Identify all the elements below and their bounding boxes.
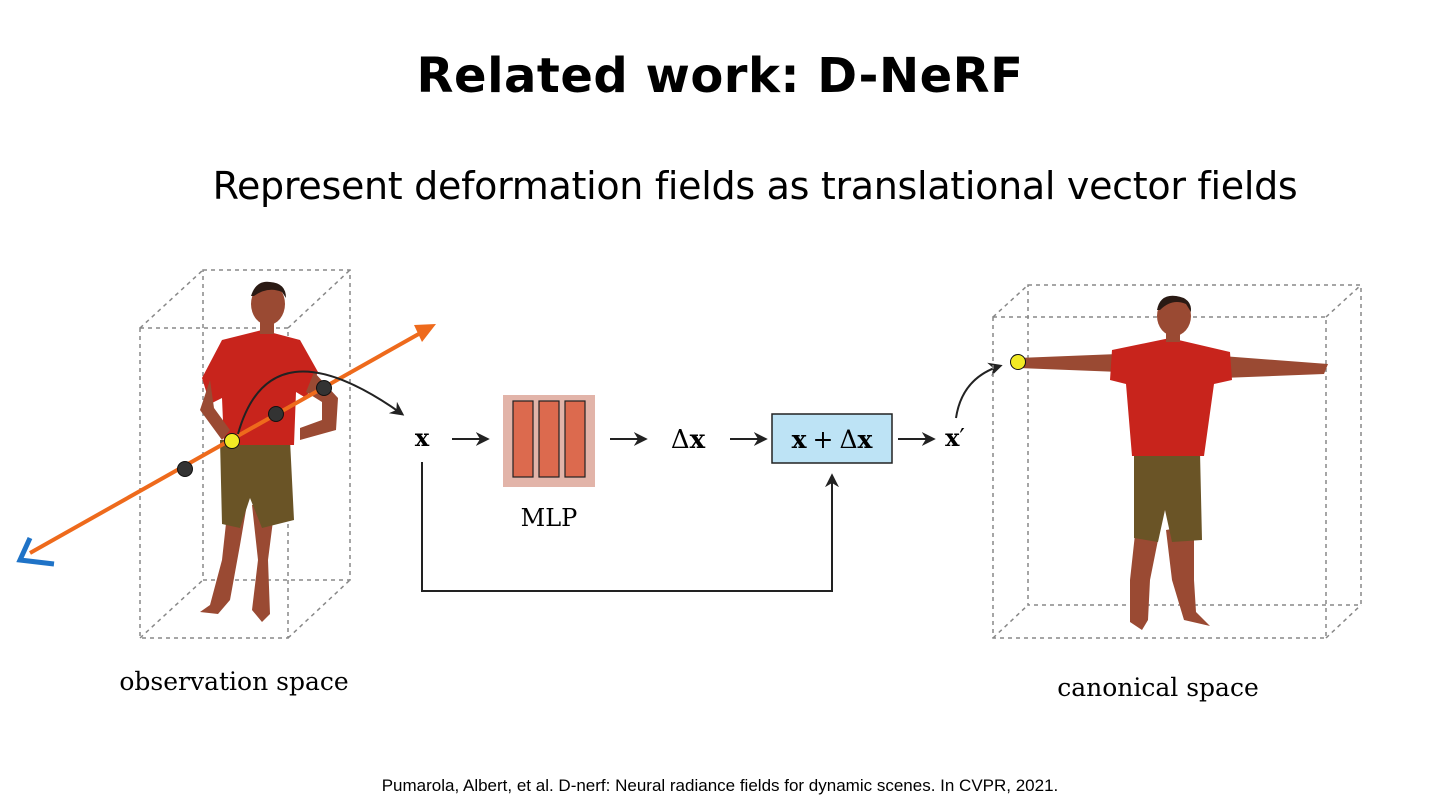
canonical-person-figure (1018, 295, 1328, 630)
observed-person-figure (200, 281, 338, 622)
skip-connection-arrow (421, 462, 839, 592)
mlp-label: MLP (521, 504, 578, 532)
observed-shorts (220, 440, 294, 528)
sample-point-highlighted (224, 433, 240, 449)
delta-x-label: Δx (671, 425, 706, 455)
point-to-x-arrow (237, 370, 405, 435)
slide-subtitle: Represent deformation fields as translat… (212, 164, 1298, 208)
x-input-label: x (415, 423, 430, 452)
canonical-shorts (1134, 452, 1202, 542)
observed-shirt (202, 330, 318, 445)
slide-title: Related work: D-NeRF (416, 48, 1024, 104)
canonical-shirt (1110, 338, 1232, 456)
sum-expression: x+Δx (792, 425, 874, 454)
observation-bounding-box (139, 269, 351, 639)
mlp-layer (538, 400, 560, 478)
sum-block: x+Δx (771, 413, 893, 464)
sample-point (177, 461, 193, 477)
mlp-layer (512, 400, 534, 478)
mlp-layer (564, 400, 586, 478)
camera-icon (16, 536, 55, 567)
observation-space-label: observation space (119, 667, 348, 696)
canonical-point-highlighted (1010, 354, 1026, 370)
sample-point (268, 406, 284, 422)
ray-arrowhead (414, 324, 436, 342)
mlp-block (503, 395, 595, 487)
citation: Pumarola, Albert, et al. D-nerf: Neural … (381, 776, 1059, 795)
x-prime-label: x′ (945, 423, 965, 452)
sample-point (316, 380, 332, 396)
canonical-space-label: canonical space (1057, 673, 1259, 702)
